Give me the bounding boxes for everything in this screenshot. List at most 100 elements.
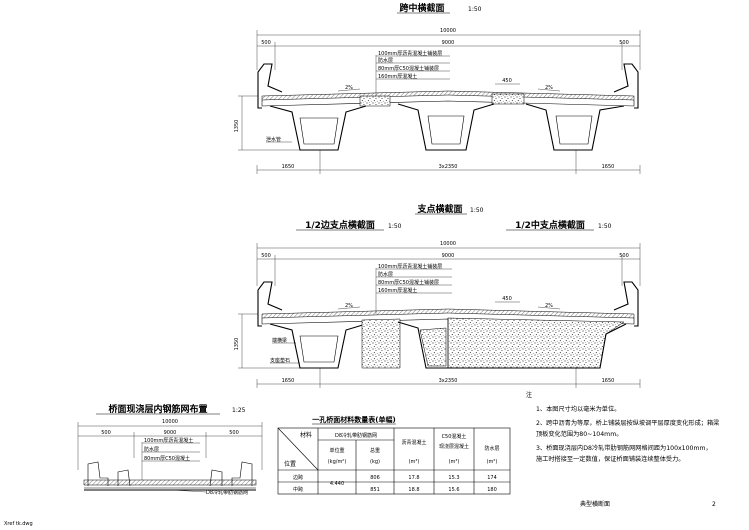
support-layer-callout: 100mm厚沥青混凝土铺装层 防水层 80mm厚C50混凝土铺装层 160mm厚… bbox=[375, 263, 452, 314]
detail-total: 10000 bbox=[162, 419, 178, 425]
note-3b: 施工时搭接至一定数值，保证桥面铺装连续整体受力。 bbox=[536, 455, 685, 463]
support-section: 支点横截面 1:50 1/2边支点横截面 1:50 1/2中支点横截面 1:50… bbox=[234, 203, 641, 388]
detail-layer-callout: 100mm厚沥青混凝土 防水层 80mm厚C50混凝土 bbox=[141, 437, 200, 480]
mid-total-width: 10000 bbox=[440, 28, 456, 34]
detail-layer-1: 100mm厚沥青混凝土 bbox=[144, 437, 193, 444]
row1-asphalt: 17.8 bbox=[408, 475, 419, 481]
support-layer-3: 80mm厚C50混凝土铺装层 bbox=[378, 279, 439, 286]
table-h-water-unit: (m²) bbox=[487, 459, 498, 465]
support-spacing: 450 bbox=[502, 296, 512, 302]
support-height: 1350 bbox=[234, 338, 240, 351]
table-h-asphalt-unit: (m³) bbox=[409, 459, 420, 465]
support-mid-diaphragm bbox=[447, 317, 625, 369]
notes-head: 注 bbox=[526, 391, 532, 399]
row2-tw: 851 bbox=[370, 487, 380, 493]
detail-layer-2: 防水层 bbox=[144, 446, 159, 453]
row2-pos: 中跨 bbox=[293, 486, 303, 493]
note-2b: 顶板变化范围为80~104mm。 bbox=[536, 430, 622, 438]
detail-scale: 1:25 bbox=[232, 407, 246, 414]
support-layer-1: 100mm厚沥青混凝土铺装层 bbox=[378, 263, 442, 270]
mid-section-scale: 1:50 bbox=[468, 6, 482, 13]
row2-asphalt: 18.8 bbox=[408, 487, 419, 493]
row1-pos: 边跨 bbox=[293, 474, 303, 481]
support-right-parapet bbox=[613, 281, 639, 314]
support-right-edge: 500 bbox=[619, 253, 629, 259]
support-left-edge: 500 bbox=[261, 253, 271, 259]
mid-right-edge: 500 bbox=[619, 40, 629, 46]
mid-layer-1: 100mm厚沥青混凝土铺装层 bbox=[378, 50, 442, 57]
support-deck-width: 9000 bbox=[442, 253, 455, 259]
support-total-width: 10000 bbox=[440, 241, 456, 247]
mid-layer-4: 160mm厚混凝土 bbox=[378, 73, 417, 80]
detail-right-parapet bbox=[231, 461, 253, 486]
material-table: 一孔桥面材料数量表(单幅) 材料 位置 D8冷轧带肋钢筋网 单位重 (kg/m²… bbox=[277, 415, 511, 495]
table-h-c50-sub: 现浇层混凝土 bbox=[439, 443, 469, 450]
table-h-position: 位置 bbox=[284, 460, 296, 468]
half-side-scale: 1:50 bbox=[388, 223, 402, 230]
detail-right: 500 bbox=[229, 430, 239, 436]
mid-slope-left: 2% bbox=[345, 85, 353, 91]
table-h-unit-weight-unit: (kg/m²) bbox=[328, 459, 347, 465]
mid-slope-right: 2% bbox=[545, 85, 553, 91]
detail-left: 500 bbox=[101, 430, 111, 436]
table-h-asphalt: 沥青混凝土 bbox=[401, 439, 426, 446]
support-slope-right: 2% bbox=[545, 303, 553, 309]
mid-span-section: 跨中横截面 1:50 10000 500 9000 500 100mm厚沥青混凝… bbox=[234, 2, 641, 174]
support-end-diaphragm bbox=[361, 318, 401, 369]
table-row: 边跨 4.440 806 17.8 15.3 174 bbox=[293, 474, 497, 487]
mid-wet-joint bbox=[359, 95, 391, 107]
mid-left-parapet bbox=[257, 63, 283, 96]
mid-section-title: 跨中横截面 bbox=[399, 2, 444, 14]
table-h-material: 材料 bbox=[300, 431, 312, 439]
row1-uw: 4.440 bbox=[330, 481, 344, 487]
mid-drain-label: 泄水管 bbox=[266, 136, 281, 143]
support-label-a: 端横梁 bbox=[272, 337, 287, 344]
support-layer-4: 160mm厚混凝土 bbox=[378, 287, 417, 294]
row1-tw: 806 bbox=[370, 475, 380, 481]
table-h-unit-weight: 单位重 bbox=[329, 447, 344, 454]
note-2: 2、跨中沥青为等厚，桥上铺装层按纵坡调平层厚度变化形成；箱梁 bbox=[536, 419, 719, 427]
table-h-total-weight-unit: (kg) bbox=[370, 459, 380, 465]
note-1: 1、本图尺寸均以毫米为单位。 bbox=[536, 405, 620, 413]
mid-layer-callout: 100mm厚沥青混凝土铺装层 防水层 80mm厚C50混凝土铺装层 160mm厚… bbox=[375, 50, 450, 98]
support-bottom-mid: 3x2350 bbox=[439, 378, 458, 384]
mid-box-girders bbox=[269, 103, 625, 151]
support-bottom-left: 1650 bbox=[282, 378, 295, 384]
row1-water: 174 bbox=[487, 475, 497, 481]
mid-deck-width: 9000 bbox=[442, 40, 455, 46]
detail-left-parapet bbox=[87, 461, 109, 486]
table-title: 一孔桥面材料数量表(单幅) bbox=[312, 415, 395, 424]
page-number: 2 bbox=[712, 501, 716, 508]
support-slope-left: 2% bbox=[345, 303, 353, 309]
mid-height: 1350 bbox=[234, 120, 240, 133]
table-h-water: 防水层 bbox=[484, 445, 499, 452]
sheet-name: 典型横断面 bbox=[580, 500, 610, 508]
rebar-detail: 桥面现浇层内钢筋网布置 1:25 10000 500 9000 500 100m… bbox=[77, 403, 263, 496]
mid-left-edge: 500 bbox=[261, 40, 271, 46]
detail-title: 桥面现浇层内钢筋网布置 bbox=[108, 403, 207, 415]
half-side-title: 1/2边支点横截面 bbox=[305, 219, 375, 231]
file-name: Xref tk.dwg bbox=[4, 521, 33, 527]
row2-c50: 15.6 bbox=[448, 487, 459, 493]
detail-layer-3: 80mm厚C50混凝土 bbox=[144, 455, 190, 462]
table-row: 中跨 851 18.8 15.6 180 bbox=[293, 486, 497, 493]
table-h-total-weight: 总重 bbox=[370, 447, 380, 454]
detail-rebar-label: D8冷轧带肋钢筋网 bbox=[206, 489, 248, 496]
mid-spacing: 450 bbox=[502, 78, 512, 84]
half-mid-scale: 1:50 bbox=[598, 223, 612, 230]
support-section-scale: 1:50 bbox=[470, 207, 484, 214]
mid-paving-layer bbox=[261, 90, 635, 101]
support-section-title: 支点横截面 bbox=[416, 203, 462, 215]
mid-layer-2: 防水层 bbox=[378, 57, 393, 64]
support-layer-2: 防水层 bbox=[378, 271, 393, 278]
note-3: 3、桥面现浇层内D8冷轧带肋钢筋网网格间距为100x100mm， bbox=[536, 444, 712, 452]
table-h-c50: C50混凝土 bbox=[442, 433, 467, 440]
notes: 注 1、本图尺寸均以毫米为单位。 2、跨中沥青为等厚，桥上铺装层按纵坡调平层厚度… bbox=[526, 391, 719, 463]
support-left-parapet bbox=[257, 281, 283, 314]
mid-bottom-right: 1650 bbox=[602, 164, 615, 170]
support-label-b: 支座垫石 bbox=[270, 357, 290, 364]
row1-c50: 15.3 bbox=[448, 475, 459, 481]
table-h-rebar: D8冷轧带肋钢筋网 bbox=[335, 432, 377, 439]
detail-paving bbox=[83, 479, 257, 486]
